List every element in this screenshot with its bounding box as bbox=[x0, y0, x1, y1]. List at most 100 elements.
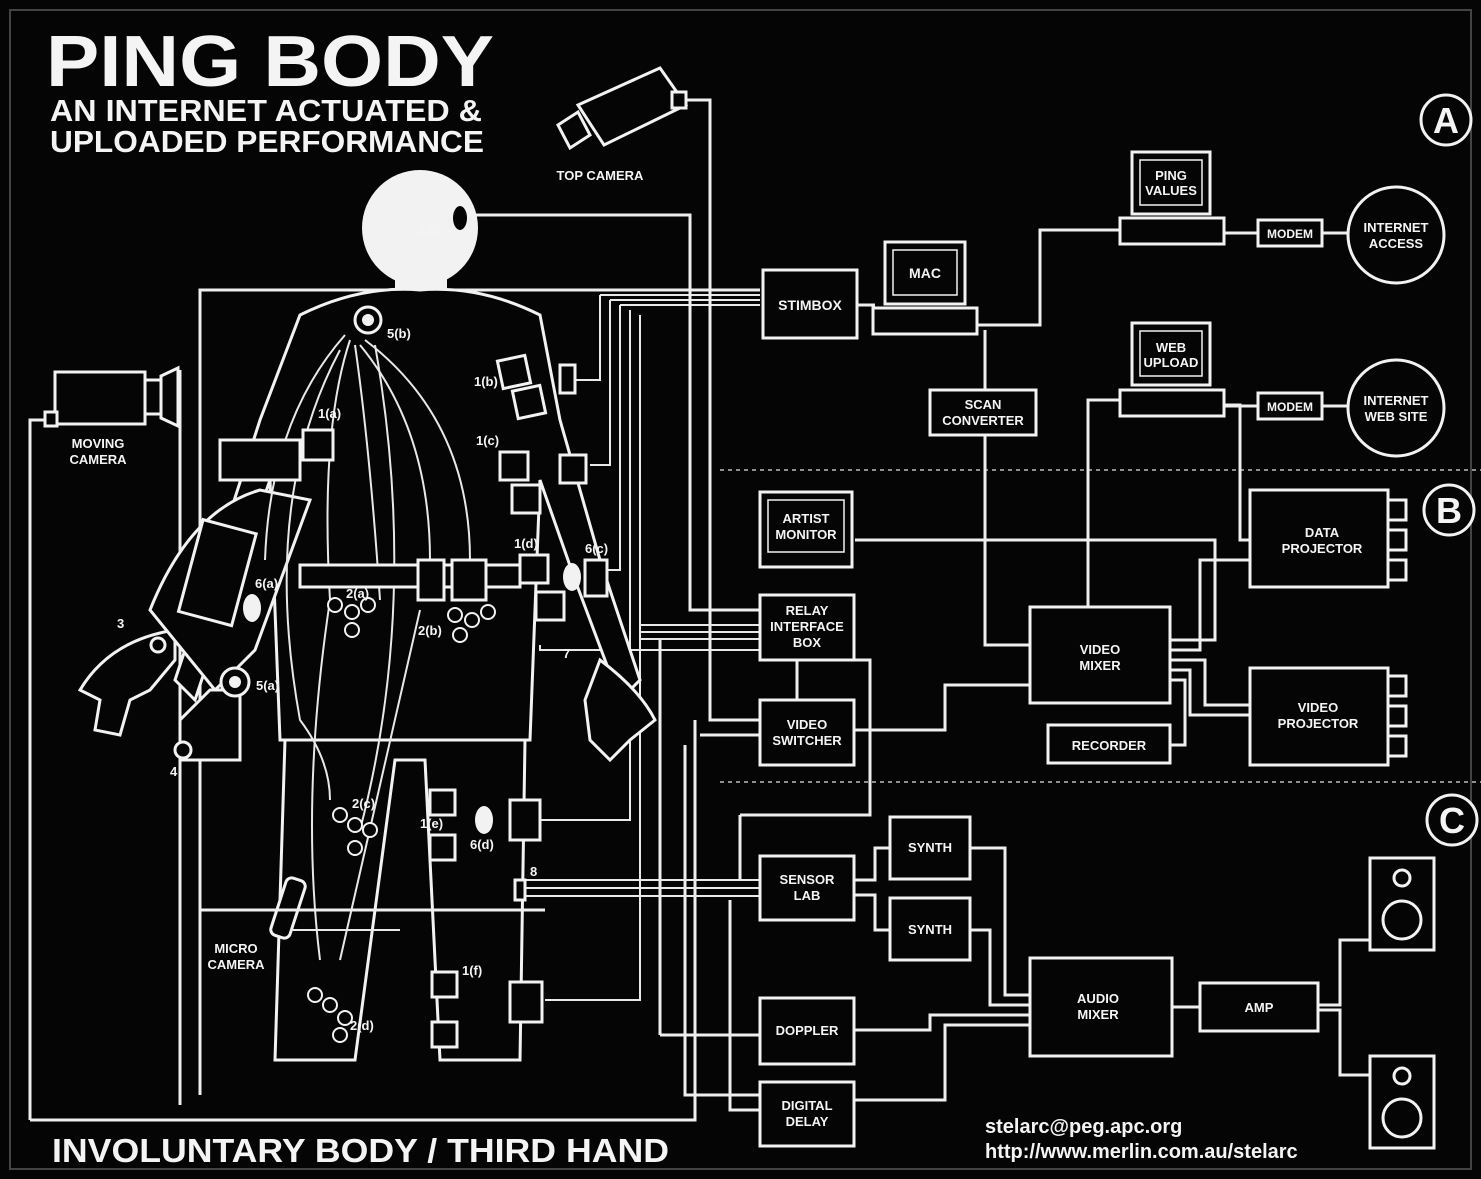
svg-text:ACCESS: ACCESS bbox=[1369, 236, 1424, 251]
svg-text:STIMBOX: STIMBOX bbox=[778, 297, 842, 313]
svg-text:WEB SITE: WEB SITE bbox=[1365, 409, 1428, 424]
contact-email: stelarc@peg.apc.org bbox=[985, 1116, 1182, 1138]
relay-interface-box: RELAY INTERFACE BOX bbox=[760, 595, 854, 660]
svg-text:MIXER: MIXER bbox=[1079, 658, 1121, 673]
svg-text:AUDIO: AUDIO bbox=[1077, 991, 1119, 1006]
label-5a: 5(a) bbox=[256, 678, 279, 693]
label-1a: 1(a) bbox=[318, 406, 341, 421]
synth-2: SYNTH bbox=[890, 898, 970, 960]
video-mixer: VIDEO MIXER bbox=[1030, 607, 1170, 703]
top-camera-label: TOP CAMERA bbox=[557, 168, 645, 183]
svg-text:INTERNET: INTERNET bbox=[1364, 393, 1429, 408]
label-7: 7 bbox=[563, 646, 570, 661]
footer-title: INVOLUNTARY BODY / THIRD HAND bbox=[52, 1132, 669, 1169]
svg-text:MIXER: MIXER bbox=[1077, 1007, 1119, 1022]
svg-text:UPLOAD: UPLOAD bbox=[1144, 355, 1199, 370]
scan-converter: SCAN CONVERTER bbox=[930, 390, 1036, 435]
diagram-title: PING BODY bbox=[46, 22, 494, 102]
svg-text:DIGITAL: DIGITAL bbox=[781, 1098, 832, 1113]
svg-text:SENSOR: SENSOR bbox=[780, 872, 836, 887]
svg-text:MODEM: MODEM bbox=[1267, 227, 1313, 241]
svg-text:SWITCHER: SWITCHER bbox=[772, 733, 842, 748]
label-2a: 2(a) bbox=[346, 586, 369, 601]
mac-computer: MAC bbox=[873, 242, 977, 334]
svg-text:B: B bbox=[1436, 490, 1462, 531]
modem-a: MODEM bbox=[1258, 220, 1322, 246]
svg-text:BOX: BOX bbox=[793, 635, 822, 650]
audio-mixer: AUDIO MIXER bbox=[1030, 958, 1172, 1056]
svg-text:PROJECTOR: PROJECTOR bbox=[1282, 541, 1363, 556]
digital-delay: DIGITAL DELAY bbox=[760, 1082, 854, 1146]
svg-text:VIDEO: VIDEO bbox=[1080, 642, 1120, 657]
label-6d: 6(d) bbox=[470, 837, 494, 852]
svg-text:VIDEO: VIDEO bbox=[787, 717, 827, 732]
amp: AMP bbox=[1200, 983, 1318, 1031]
svg-text:RECORDER: RECORDER bbox=[1072, 738, 1147, 753]
recorder: RECORDER bbox=[1048, 725, 1170, 763]
label-1d: 1(d) bbox=[514, 536, 538, 551]
label-6b: 6(b) bbox=[418, 223, 442, 238]
svg-text:WEB: WEB bbox=[1156, 340, 1186, 355]
svg-text:DATA: DATA bbox=[1305, 525, 1340, 540]
micro-camera-label-2: CAMERA bbox=[207, 957, 265, 972]
svg-text:DELAY: DELAY bbox=[786, 1114, 829, 1129]
label-1f: 1(f) bbox=[462, 963, 482, 978]
svg-text:MAC: MAC bbox=[909, 265, 941, 281]
label-6a: 6(a) bbox=[255, 576, 278, 591]
label-1c: 1(c) bbox=[476, 433, 499, 448]
sensor-lab: SENSOR LAB bbox=[760, 856, 854, 920]
label-2d: 2(d) bbox=[350, 1018, 374, 1033]
svg-text:A: A bbox=[1433, 100, 1459, 141]
svg-text:CONVERTER: CONVERTER bbox=[942, 413, 1024, 428]
svg-text:ARTIST: ARTIST bbox=[783, 511, 830, 526]
artist-monitor: ARTIST MONITOR bbox=[760, 492, 852, 567]
svg-text:INTERNET: INTERNET bbox=[1364, 220, 1429, 235]
label-3: 3 bbox=[117, 616, 124, 631]
label-8: 8 bbox=[530, 864, 537, 879]
svg-text:PING: PING bbox=[1155, 168, 1187, 183]
svg-text:MONITOR: MONITOR bbox=[775, 527, 837, 542]
video-switcher: VIDEO SWITCHER bbox=[760, 700, 854, 765]
section-marker-b: B bbox=[1424, 485, 1474, 535]
moving-camera-label-1: MOVING bbox=[72, 436, 125, 451]
web-upload-computer: WEB UPLOAD bbox=[1120, 323, 1224, 416]
label-1b: 1(b) bbox=[474, 374, 498, 389]
subtitle-line-2: UPLOADED PERFORMANCE bbox=[50, 124, 484, 159]
stimbox: STIMBOX bbox=[763, 270, 857, 338]
data-projector: DATA PROJECTOR bbox=[1250, 490, 1406, 587]
modem-b: MODEM bbox=[1258, 393, 1322, 419]
svg-text:SYNTH: SYNTH bbox=[908, 840, 952, 855]
speaker-top-icon bbox=[1370, 858, 1434, 950]
ping-values-computer: PING VALUES bbox=[1120, 152, 1224, 244]
synth-1: SYNTH bbox=[890, 817, 970, 879]
video-projector: VIDEO PROJECTOR bbox=[1250, 668, 1406, 765]
label-5b: 5(b) bbox=[387, 326, 411, 341]
svg-text:AMP: AMP bbox=[1245, 1000, 1274, 1015]
svg-text:PROJECTOR: PROJECTOR bbox=[1278, 716, 1359, 731]
svg-text:DOPPLER: DOPPLER bbox=[776, 1023, 839, 1038]
svg-text:MODEM: MODEM bbox=[1267, 400, 1313, 414]
micro-camera-label-1: MICRO bbox=[214, 941, 257, 956]
contact-url: http://www.merlin.com.au/stelarc bbox=[985, 1141, 1298, 1163]
moving-camera-label-2: CAMERA bbox=[69, 452, 127, 467]
label-6c: 6(c) bbox=[585, 541, 608, 556]
label-4: 4 bbox=[170, 764, 178, 779]
svg-text:LAB: LAB bbox=[794, 888, 821, 903]
section-marker-a: A bbox=[1421, 95, 1471, 145]
svg-text:RELAY: RELAY bbox=[786, 603, 829, 618]
doppler: DOPPLER bbox=[760, 998, 854, 1064]
subtitle-line-1: AN INTERNET ACTUATED & bbox=[50, 93, 482, 128]
svg-text:C: C bbox=[1439, 800, 1465, 841]
label-2b: 2(b) bbox=[418, 623, 442, 638]
internet-web-site: INTERNET WEB SITE bbox=[1348, 360, 1444, 456]
internet-access: INTERNET ACCESS bbox=[1348, 187, 1444, 283]
section-marker-c: C bbox=[1427, 795, 1477, 845]
label-2c: 2(c) bbox=[352, 796, 375, 811]
label-1e: 1(e) bbox=[420, 816, 443, 831]
svg-text:SYNTH: SYNTH bbox=[908, 922, 952, 937]
svg-text:VALUES: VALUES bbox=[1145, 183, 1197, 198]
svg-text:VIDEO: VIDEO bbox=[1298, 700, 1338, 715]
speaker-bottom-icon bbox=[1370, 1056, 1434, 1148]
svg-text:SCAN: SCAN bbox=[965, 397, 1002, 412]
